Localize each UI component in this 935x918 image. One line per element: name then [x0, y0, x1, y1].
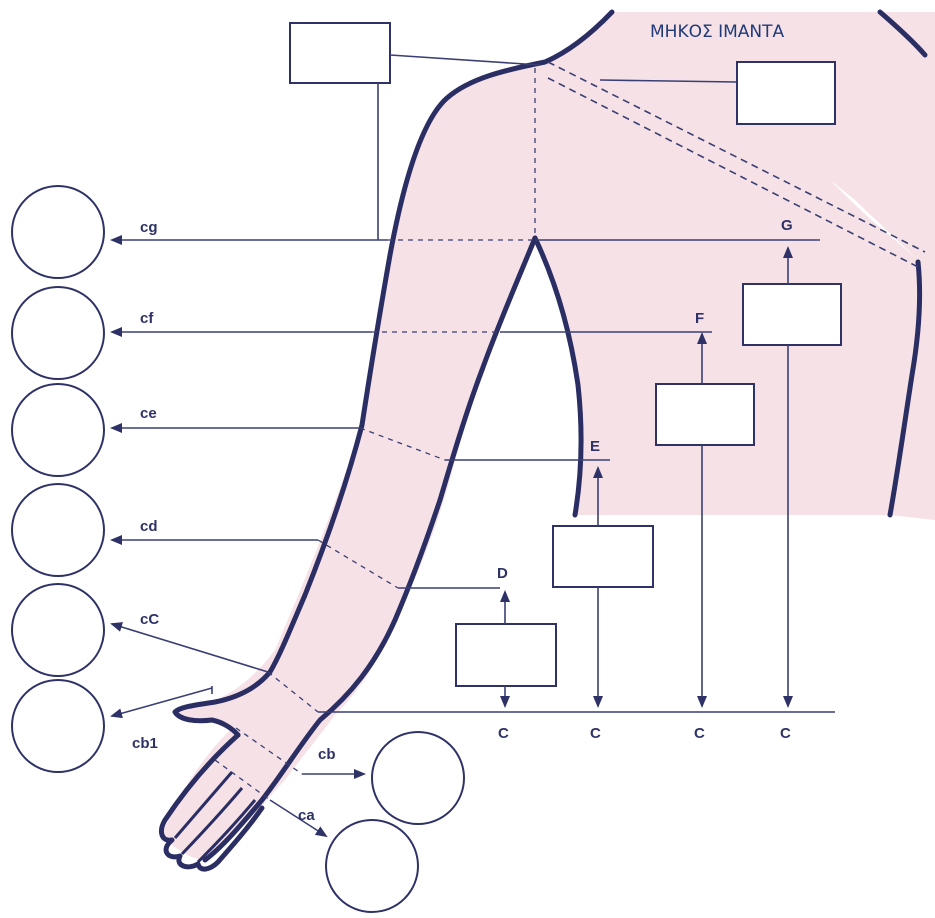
cd-circle [12, 484, 104, 576]
shoulder-box [290, 23, 390, 83]
label-cf: cf [140, 310, 154, 327]
e-length-box [553, 526, 653, 587]
label-c-2: C [590, 725, 601, 742]
g-length-box [743, 284, 841, 345]
label-cb: cb [318, 746, 336, 763]
label-c-4: C [780, 725, 791, 742]
belt-box [737, 62, 835, 124]
cb1-circle [12, 680, 104, 772]
f-length-box [656, 384, 754, 445]
label-ca: ca [298, 807, 315, 824]
label-cc: cC [140, 611, 159, 628]
label-f: F [695, 310, 704, 327]
label-d: D [497, 565, 508, 582]
cg-circle [12, 186, 104, 278]
label-ce: ce [140, 405, 157, 422]
cc-arrow [112, 624, 268, 672]
belt-length-title: ΜΗΚΟΣ ΙΜΑΝΤΑ [650, 22, 785, 42]
ce-circle [12, 384, 104, 476]
label-e: E [590, 438, 600, 455]
d-length-box [456, 624, 556, 686]
shoulder-box-leader [390, 55, 540, 65]
label-c-1: C [498, 725, 509, 742]
label-cb1: cb1 [132, 735, 158, 752]
label-g: G [781, 217, 793, 234]
label-cd: cd [140, 518, 158, 535]
body-skin-area [162, 12, 935, 860]
ca-circle [326, 820, 418, 912]
cb-circle [372, 732, 464, 824]
cf-circle [12, 287, 104, 379]
label-c-3: C [694, 725, 705, 742]
cc-circle [12, 584, 104, 676]
label-cg: cg [140, 219, 158, 236]
